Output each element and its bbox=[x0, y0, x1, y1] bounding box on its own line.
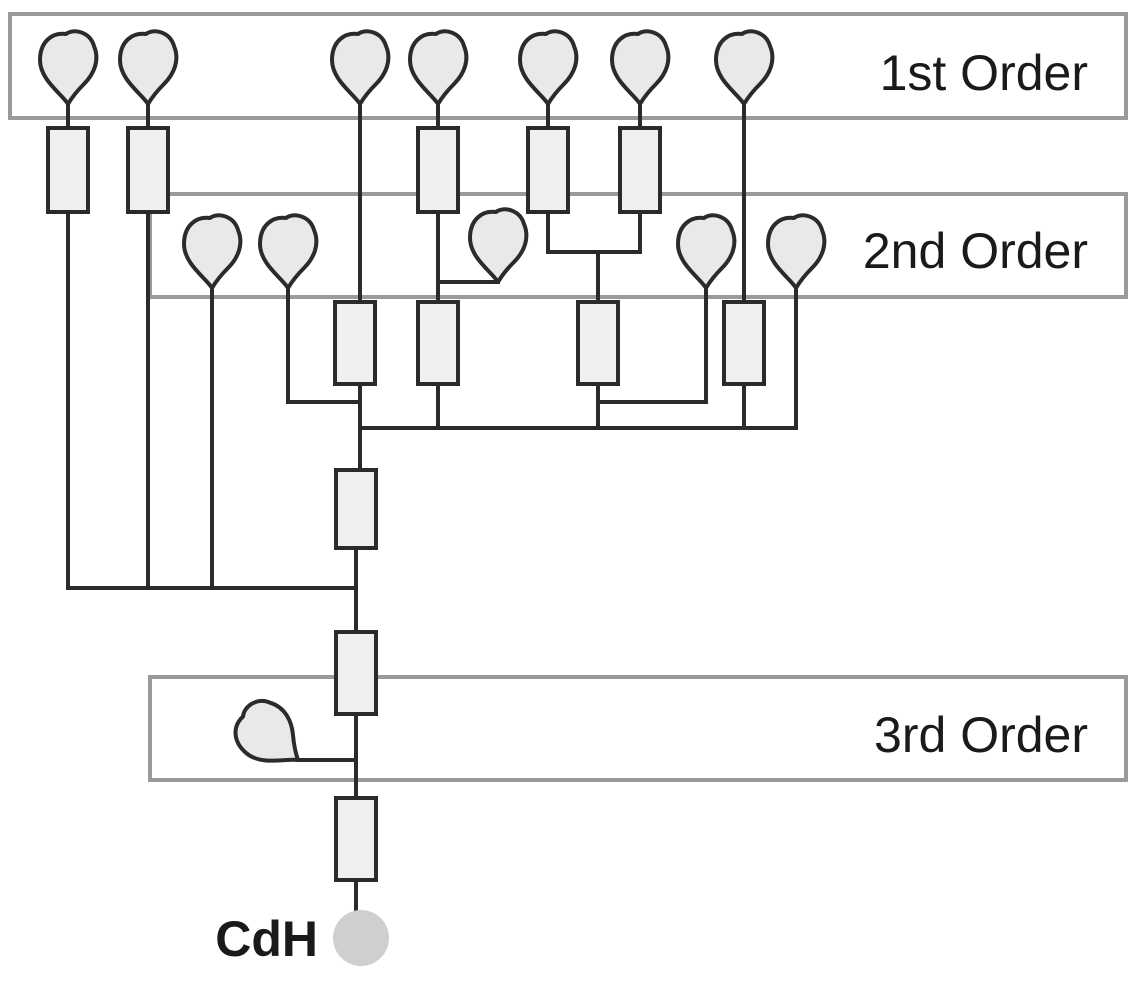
order3-box bbox=[148, 675, 1128, 782]
resistor bbox=[416, 126, 460, 214]
resistor bbox=[526, 126, 570, 214]
leaf-icon bbox=[610, 29, 671, 106]
order2-label: 2nd Order bbox=[863, 223, 1088, 279]
leaf-icon bbox=[468, 207, 529, 284]
resistors bbox=[46, 126, 766, 882]
resistor bbox=[333, 300, 377, 386]
order3-label: 3rd Order bbox=[874, 707, 1088, 763]
leaf-icon bbox=[222, 689, 319, 784]
resistor bbox=[334, 468, 378, 550]
leaf-icon bbox=[118, 29, 179, 106]
leaf-icon bbox=[38, 29, 99, 106]
resistor bbox=[722, 300, 766, 386]
leaf-icon bbox=[676, 213, 737, 290]
leaf-icon bbox=[330, 29, 391, 106]
resistor bbox=[618, 126, 662, 214]
leaf-icon bbox=[714, 29, 775, 106]
resistor bbox=[334, 796, 378, 882]
leaf-icon bbox=[766, 213, 827, 290]
order1-box bbox=[8, 12, 1128, 120]
wires bbox=[66, 103, 798, 916]
leaf-icon bbox=[518, 29, 579, 106]
root-node bbox=[333, 910, 389, 966]
resistor bbox=[126, 126, 170, 214]
root-label: CdH bbox=[215, 911, 318, 967]
leaf-icon bbox=[408, 29, 469, 106]
resistor bbox=[576, 300, 620, 386]
leaf-icon bbox=[258, 213, 319, 290]
resistor bbox=[416, 300, 460, 386]
resistor bbox=[46, 126, 90, 214]
leaf-icon bbox=[182, 213, 243, 290]
resistor bbox=[334, 630, 378, 716]
order1-label: 1st Order bbox=[880, 45, 1088, 101]
